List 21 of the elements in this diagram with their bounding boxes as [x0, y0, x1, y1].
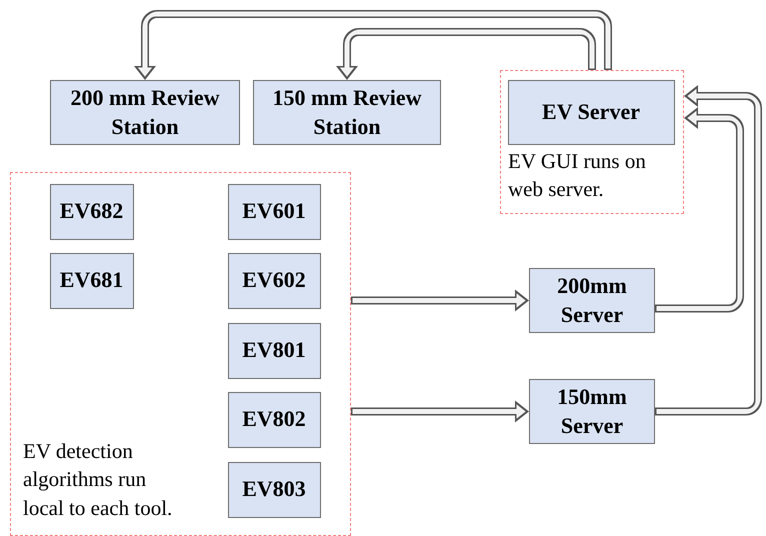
- process-box: EV802: [228, 392, 320, 448]
- process-box: EV803: [228, 462, 320, 518]
- block-arrow: [351, 290, 529, 312]
- process-box: EV801: [228, 322, 320, 378]
- process-box: 150 mm Review Station: [253, 80, 441, 145]
- process-box: 150mm Server: [529, 379, 655, 444]
- dashed-group-box: [500, 70, 684, 214]
- process-box: 200mm Server: [529, 268, 655, 333]
- group-note: EV GUI runs on web server.: [508, 148, 647, 204]
- block-arrow: [655, 85, 762, 416]
- process-box: EV602: [228, 252, 320, 308]
- block-arrow: [351, 400, 529, 422]
- process-box: EV601: [228, 184, 320, 240]
- dashed-group-box: [10, 172, 351, 536]
- process-box: EV681: [50, 252, 134, 308]
- block-arrow: [336, 28, 596, 80]
- process-box: EV682: [50, 184, 134, 240]
- process-box: EV Server: [508, 80, 674, 144]
- process-box: 200 mm Review Station: [50, 80, 240, 145]
- block-arrow: [134, 10, 612, 80]
- group-note: EV detection algorithms run local to each tool.: [23, 438, 174, 522]
